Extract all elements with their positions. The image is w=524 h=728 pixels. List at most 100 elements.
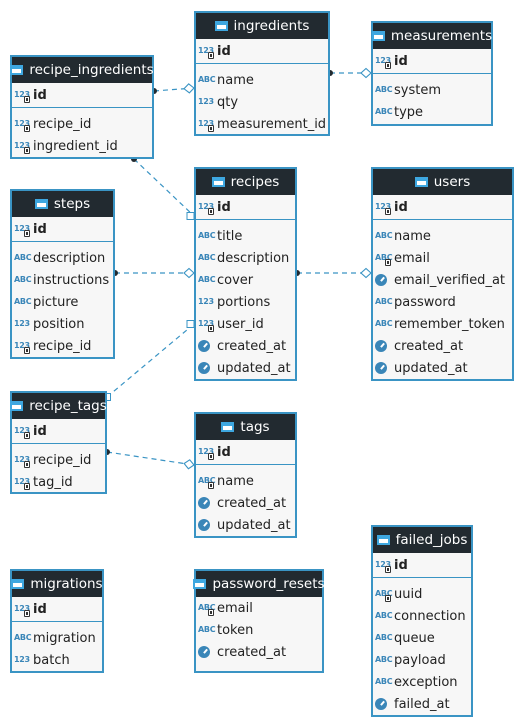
entity-header[interactable]: failed_jobs <box>373 527 471 553</box>
entity-header[interactable]: tags <box>196 414 295 440</box>
column-name: id <box>33 87 47 103</box>
column-name: updated_at <box>394 360 468 376</box>
column-row[interactable]: created_at <box>196 641 322 663</box>
datetime-clock-icon <box>198 361 214 375</box>
entity-header[interactable]: password_resets <box>193 571 325 597</box>
text-type-icon: ABC <box>198 253 216 262</box>
primary-key-icon <box>208 453 214 460</box>
relation-square-icon <box>186 320 195 328</box>
one-end-diamond-icon <box>360 267 372 279</box>
column-row[interactable]: failed_at <box>373 693 471 715</box>
text-type-icon: ABC <box>198 601 216 616</box>
entity-header[interactable]: migrations <box>11 571 103 597</box>
column-name: measurement_id <box>217 116 327 132</box>
relationship-line <box>153 87 195 92</box>
column-row[interactable]: updated_at <box>196 357 295 379</box>
column-row[interactable]: created_at <box>196 492 295 514</box>
column-name: name <box>394 228 431 244</box>
key-icon <box>385 259 391 266</box>
entity-header[interactable]: steps <box>12 191 113 217</box>
text-type-icon: ABC <box>375 611 393 620</box>
column-row[interactable]: updated_at <box>373 357 512 379</box>
table-icon <box>221 422 235 432</box>
entity-header[interactable]: ingredients <box>196 13 328 39</box>
key-icon <box>208 482 214 489</box>
column-name: id <box>33 601 47 617</box>
column-row[interactable]: email_verified_at <box>373 269 512 291</box>
entity-title: failed_jobs <box>395 532 468 548</box>
column-row[interactable]: created_at <box>196 335 295 357</box>
entity-header[interactable]: recipe_ingredients <box>10 57 154 83</box>
text-type-icon: ABC <box>375 107 393 116</box>
column-row[interactable]: updated_at <box>196 514 295 536</box>
primary-key-icon <box>208 208 214 215</box>
entity-header[interactable]: measurements <box>371 23 492 49</box>
table-icon <box>414 177 428 187</box>
entity-header[interactable]: users <box>373 169 512 195</box>
entity-header[interactable]: recipe_tags <box>10 393 107 419</box>
column-name: connection <box>394 608 466 624</box>
datetime-clock-icon <box>375 339 391 353</box>
column-name: id <box>33 423 47 439</box>
entity-header[interactable]: recipes <box>196 169 295 195</box>
column-row[interactable]: created_at <box>373 335 512 357</box>
column-name: uuid <box>394 586 423 602</box>
one-end-diamond-icon <box>183 83 195 94</box>
column-name: name <box>217 473 254 489</box>
